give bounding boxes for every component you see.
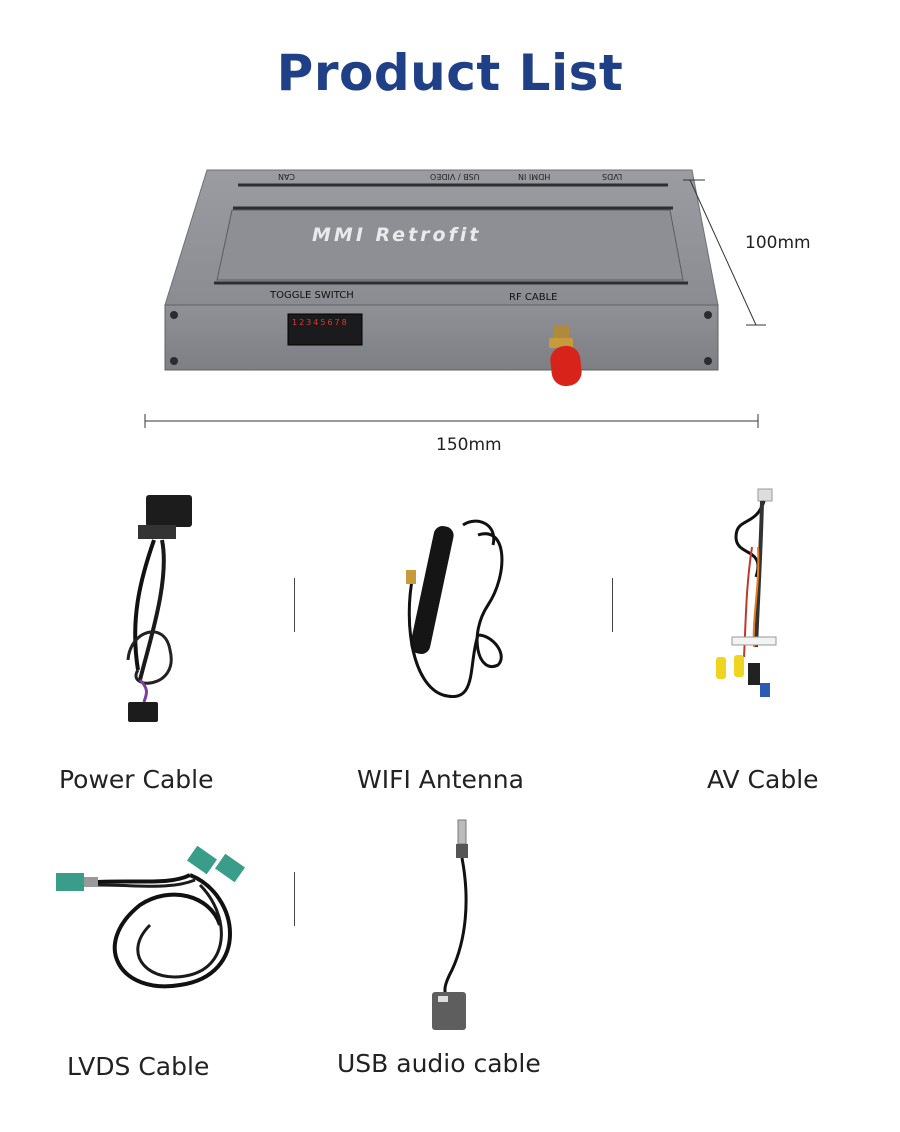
hdmi-port-label: HDMI IN bbox=[518, 172, 551, 181]
usb-audio-cable-icon bbox=[432, 819, 468, 1030]
wifi-antenna-icon bbox=[406, 519, 504, 699]
rf-cable-label: RF CABLE bbox=[509, 292, 558, 303]
toggle-switch-label: TOGGLE SWITCH bbox=[270, 290, 354, 301]
height-dimension: 100mm bbox=[745, 233, 811, 253]
dip-switch-numbers: 12345678 bbox=[292, 318, 349, 327]
item-label-usb-audio-cable: USB audio cable bbox=[337, 1049, 541, 1078]
divider-1 bbox=[294, 578, 295, 632]
lvds-cable-icon bbox=[56, 845, 245, 989]
power-cable-icon bbox=[126, 495, 192, 722]
mmi-retrofit-box-image bbox=[144, 169, 766, 428]
page-title: Product List bbox=[276, 44, 624, 102]
divider-2 bbox=[612, 578, 613, 632]
lvds-port-label: LVDS bbox=[602, 172, 623, 181]
can-port-label: CAN bbox=[278, 172, 296, 181]
item-label-av-cable: AV Cable bbox=[707, 765, 819, 794]
av-cable-icon bbox=[716, 488, 777, 697]
width-dimension: 150mm bbox=[436, 435, 502, 455]
usb-video-port-label: USB / VIDEO bbox=[430, 172, 480, 181]
item-label-power-cable: Power Cable bbox=[59, 765, 214, 794]
divider-3 bbox=[294, 872, 295, 926]
device-logo: MMI Retrofit bbox=[312, 224, 482, 246]
item-label-wifi-antenna: WIFI Antenna bbox=[357, 765, 524, 794]
item-label-lvds-cable: LVDS Cable bbox=[67, 1052, 210, 1081]
